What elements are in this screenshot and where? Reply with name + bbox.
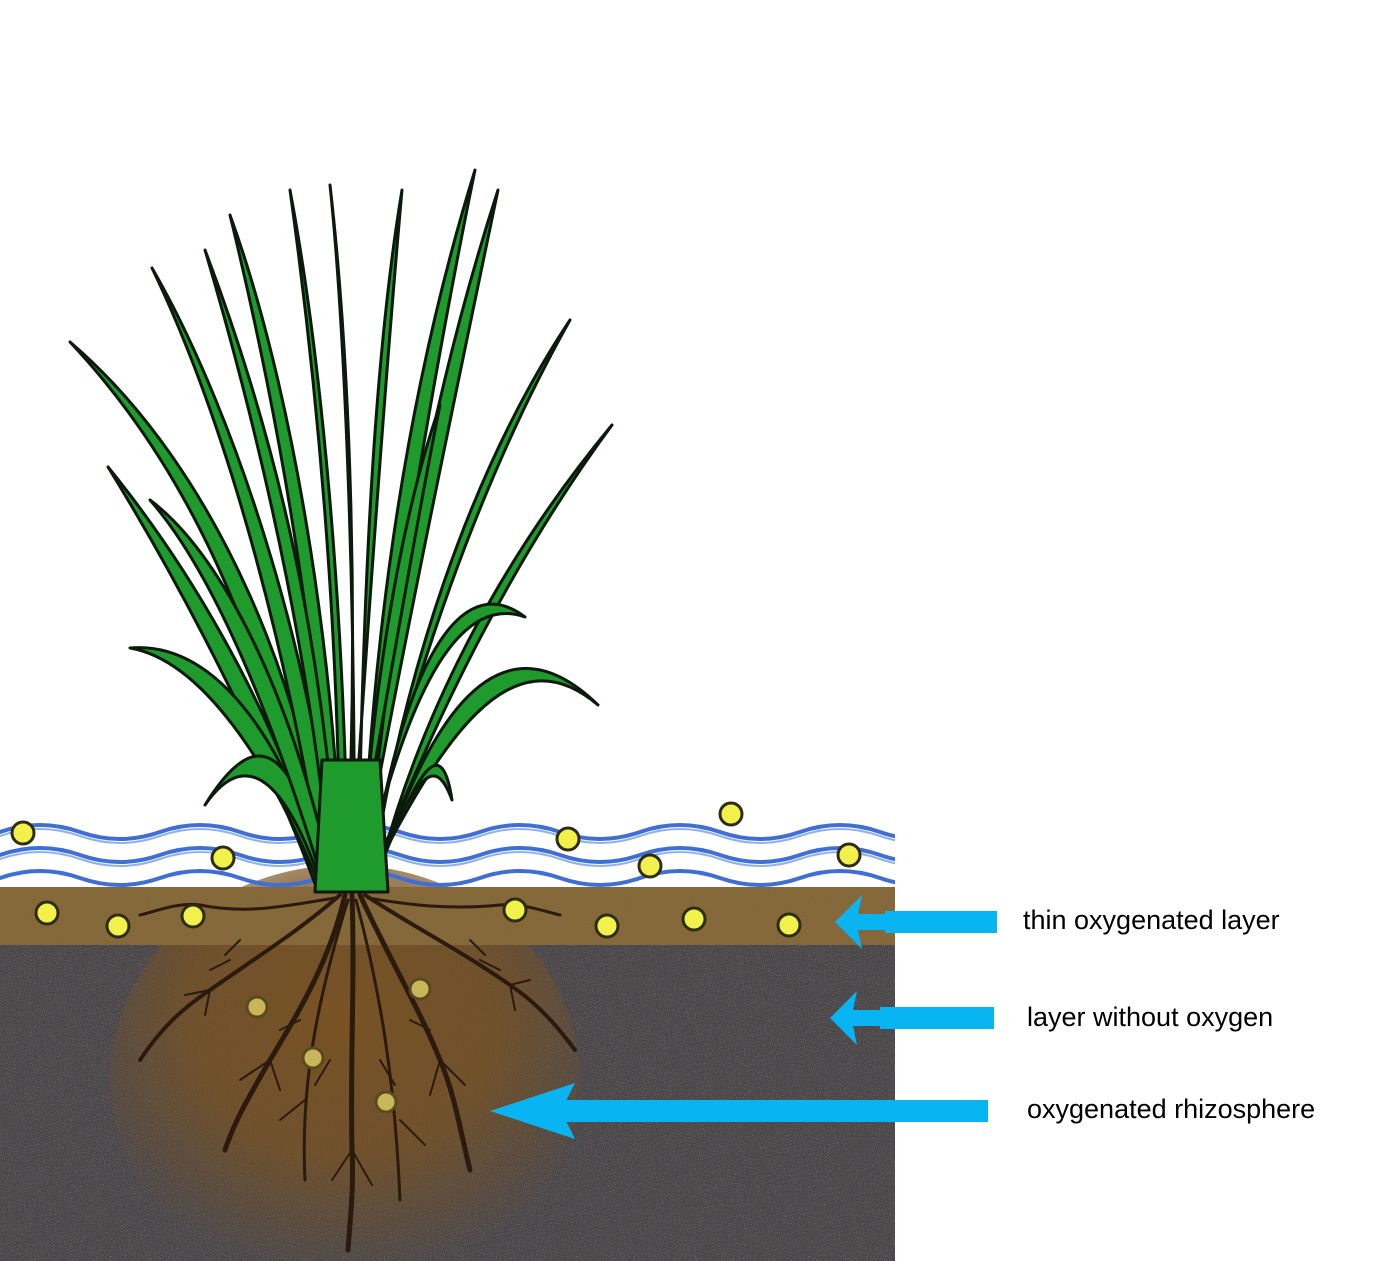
water-surface (0, 800, 1015, 900)
water-wave-3 (0, 869, 962, 887)
oxygen-bubble (594, 913, 620, 939)
oxygen-bubble (637, 853, 663, 879)
water-wave-1 (0, 823, 962, 841)
callout-arrows (490, 895, 997, 1139)
label-oxygenated-rhizosphere: oxygenated rhizosphere (1027, 1094, 1316, 1124)
oxygen-bubble (10, 820, 36, 846)
oxygen-bubble (681, 906, 707, 932)
oxygen-bubble (210, 845, 236, 871)
oxygen-bubble (34, 900, 60, 926)
oxygen-bubble (105, 913, 131, 939)
arrow-layer-without-oxygen (830, 991, 994, 1045)
oxygen-bubble (502, 897, 528, 923)
leaf (358, 602, 527, 894)
rice-plant (68, 168, 614, 894)
water-wave-2 (0, 846, 962, 864)
oxygen-bubble (776, 912, 802, 938)
soil (0, 865, 895, 1261)
oxygen-bubble (718, 801, 744, 827)
oxygen-bubble (301, 1046, 325, 1070)
plant-roots (138, 892, 577, 1253)
oxygenated-rhizosphere-zone (110, 865, 580, 1261)
oxygen-bubble (408, 977, 432, 1001)
arrow-thin-oxygenated-layer (835, 895, 997, 949)
leaf (364, 423, 614, 894)
water-wave-1-light (0, 828, 961, 844)
oxygen-bubble (180, 903, 206, 929)
leaf-sheath-bundle (313, 758, 390, 894)
arrow-oxygenated-rhizosphere (490, 1083, 988, 1139)
oxygen-bubble (245, 995, 269, 1019)
oxygen-bubble (836, 842, 862, 868)
water-wave-2-light (0, 851, 961, 867)
label-layer-without-oxygen: layer without oxygen (1027, 1002, 1274, 1032)
oxygen-bubble (555, 826, 581, 852)
topsoil-oxygenated-layer (0, 887, 895, 945)
oxygen-bubble (374, 1090, 398, 1114)
label-thin-oxygenated-layer: thin oxygenated layer (1023, 905, 1280, 935)
oxygen-bubbles (10, 801, 862, 1114)
